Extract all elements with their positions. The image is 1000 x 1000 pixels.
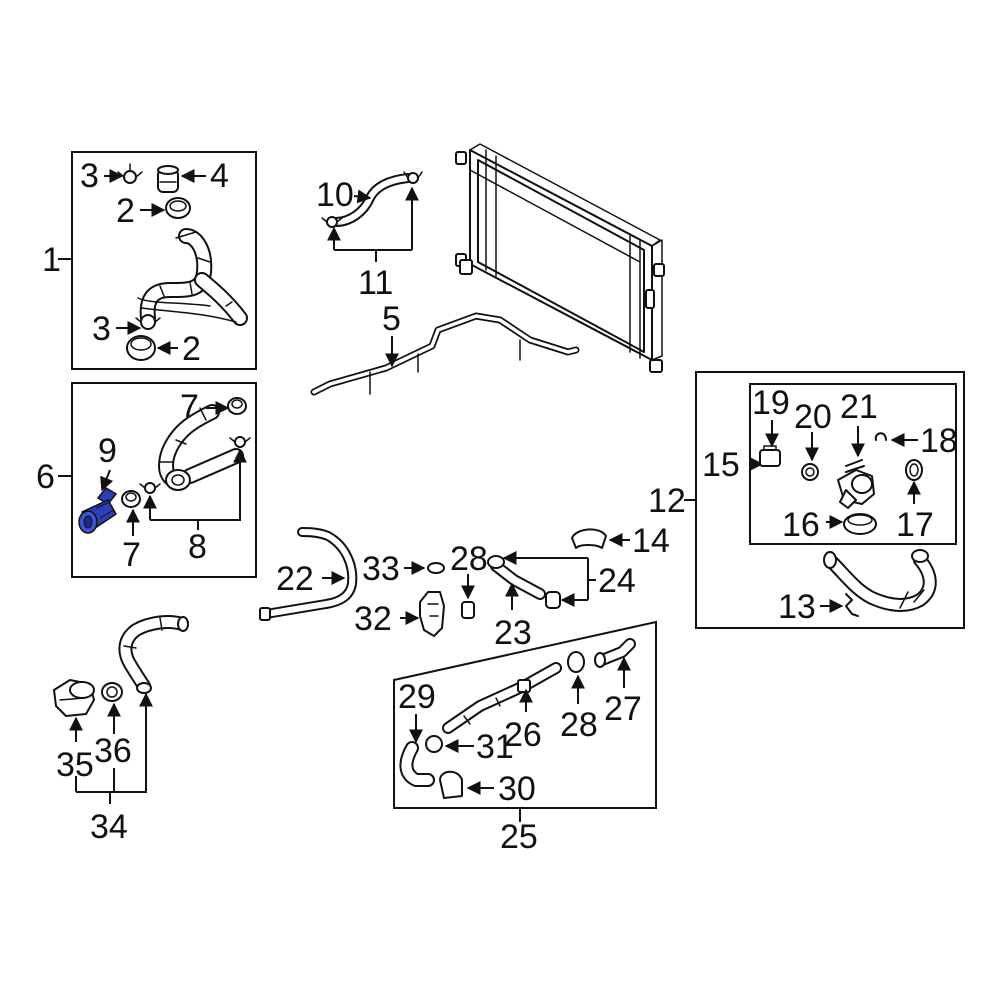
hose-ring-2-lower[interactable] bbox=[126, 335, 156, 361]
callout-21: 21 bbox=[840, 388, 878, 426]
callout-6: 6 bbox=[36, 458, 55, 496]
hose-clamp-14[interactable] bbox=[571, 528, 607, 549]
callout-7-upper: 7 bbox=[180, 388, 199, 426]
bypass-hose-clamp-upper[interactable] bbox=[403, 171, 423, 184]
callout-23: 23 bbox=[494, 614, 532, 652]
coolant-hose-29[interactable] bbox=[399, 741, 435, 787]
coolant-pipe-26[interactable] bbox=[442, 662, 562, 734]
o-ring-33[interactable] bbox=[427, 562, 445, 574]
callout-15: 15 bbox=[702, 446, 740, 484]
coolant-pipe-22[interactable] bbox=[259, 527, 358, 621]
callout-9: 9 bbox=[98, 432, 117, 470]
radiator[interactable] bbox=[455, 143, 665, 373]
callout-30: 30 bbox=[498, 770, 536, 808]
coolant-hose-13[interactable] bbox=[823, 549, 937, 612]
callout-1: 1 bbox=[42, 241, 61, 279]
callout-33: 33 bbox=[362, 550, 400, 588]
hose-clamp-28-lower[interactable] bbox=[567, 651, 585, 673]
coolant-pipe-5[interactable] bbox=[310, 312, 580, 396]
seal-ring-20[interactable] bbox=[801, 463, 819, 481]
callout-20: 20 bbox=[794, 398, 832, 436]
thermostat-housing[interactable] bbox=[837, 469, 875, 509]
sensor-clip-21[interactable] bbox=[845, 459, 865, 473]
callout-7-lower: 7 bbox=[122, 536, 141, 574]
callout-29: 29 bbox=[398, 678, 436, 716]
group-1-upper-hose-assembly: 1 3 4 2 3 2 bbox=[42, 151, 257, 370]
coolant-hose-27[interactable] bbox=[594, 638, 636, 668]
leader-34-bracket bbox=[76, 696, 147, 793]
hose-ring-7-upper[interactable] bbox=[227, 397, 247, 415]
coolant-hose-23[interactable] bbox=[487, 555, 546, 600]
upper-radiator-hose[interactable] bbox=[137, 228, 248, 326]
callout-4: 4 bbox=[210, 157, 229, 195]
callout-26: 26 bbox=[504, 716, 542, 754]
hose-ring-2-upper[interactable] bbox=[165, 197, 191, 219]
group-34-hose-assembly: 35 36 34 bbox=[53, 615, 189, 846]
retaining-clip-18[interactable] bbox=[874, 432, 887, 441]
lower-coolant-hose[interactable] bbox=[158, 404, 244, 491]
callout-14: 14 bbox=[632, 522, 670, 560]
callout-5: 5 bbox=[382, 300, 401, 338]
callout-2-upper: 2 bbox=[116, 192, 135, 230]
hose-clamp-3-upper[interactable] bbox=[117, 163, 143, 184]
group-25-frame bbox=[393, 620, 657, 809]
thermostat-ring-16[interactable] bbox=[843, 513, 877, 535]
seal-ring-17[interactable] bbox=[905, 459, 923, 481]
callout-16: 16 bbox=[782, 506, 820, 544]
callout-28-lower: 28 bbox=[560, 706, 598, 744]
callout-3-upper: 3 bbox=[80, 157, 99, 195]
hose-clamp-31[interactable] bbox=[425, 735, 443, 753]
group-6-frame bbox=[71, 382, 257, 578]
group-1-frame bbox=[71, 151, 257, 370]
hose-clamp-8-upper[interactable] bbox=[229, 436, 251, 448]
group-25-pipe-assembly: 29 31 26 28 27 30 25 bbox=[393, 620, 657, 856]
group-12-thermostat-assembly: 12 15 19 20 21 18 17 16 13 bbox=[648, 371, 965, 629]
coolant-hose-34[interactable] bbox=[118, 615, 189, 694]
callout-19: 19 bbox=[752, 384, 790, 422]
leader-10 bbox=[353, 189, 372, 204]
temperature-sensor-19[interactable] bbox=[759, 445, 781, 467]
leader-8-bracket bbox=[150, 452, 241, 521]
water-outlet-connector-9[interactable] bbox=[78, 487, 118, 534]
callout-8: 8 bbox=[188, 528, 207, 566]
callout-3-lower: 3 bbox=[92, 310, 111, 348]
leader-9 bbox=[100, 469, 114, 492]
thermostat-housing-35[interactable] bbox=[53, 679, 95, 717]
hose-clamp-30[interactable] bbox=[439, 770, 463, 799]
callout-13: 13 bbox=[778, 588, 816, 626]
callout-12: 12 bbox=[648, 482, 686, 520]
hose-coupler-4[interactable] bbox=[157, 165, 179, 193]
callout-35: 35 bbox=[56, 746, 94, 784]
callout-25: 25 bbox=[500, 818, 538, 856]
hose-clamp-3-lower[interactable] bbox=[135, 314, 161, 330]
hose-clamp-28-upper[interactable] bbox=[461, 601, 475, 619]
bracket-32[interactable] bbox=[419, 591, 445, 637]
callout-17: 17 bbox=[896, 506, 934, 544]
callout-28-upper: 28 bbox=[450, 540, 488, 578]
hose-clip-13[interactable] bbox=[845, 593, 859, 617]
callout-10: 10 bbox=[316, 176, 354, 214]
callout-18: 18 bbox=[920, 422, 958, 460]
callout-24: 24 bbox=[598, 562, 636, 600]
callout-32: 32 bbox=[354, 600, 392, 638]
hose-ring-7-lower[interactable] bbox=[121, 490, 141, 508]
group-6-lower-hose-assembly: 6 7 9 7 8 bbox=[36, 382, 257, 578]
callout-31: 31 bbox=[476, 728, 514, 766]
hose-clamp-24[interactable] bbox=[545, 591, 561, 609]
callout-34: 34 bbox=[90, 808, 128, 846]
group-11-bypass-hose: 10 11 bbox=[316, 171, 423, 302]
callout-22: 22 bbox=[276, 560, 314, 598]
hose-clamp-8-lower[interactable] bbox=[139, 482, 161, 494]
callout-11: 11 bbox=[358, 264, 393, 302]
hose-clamp-36[interactable] bbox=[101, 682, 123, 702]
callout-2-lower: 2 bbox=[182, 330, 201, 368]
callout-27: 27 bbox=[604, 690, 642, 728]
callout-36: 36 bbox=[94, 732, 132, 770]
